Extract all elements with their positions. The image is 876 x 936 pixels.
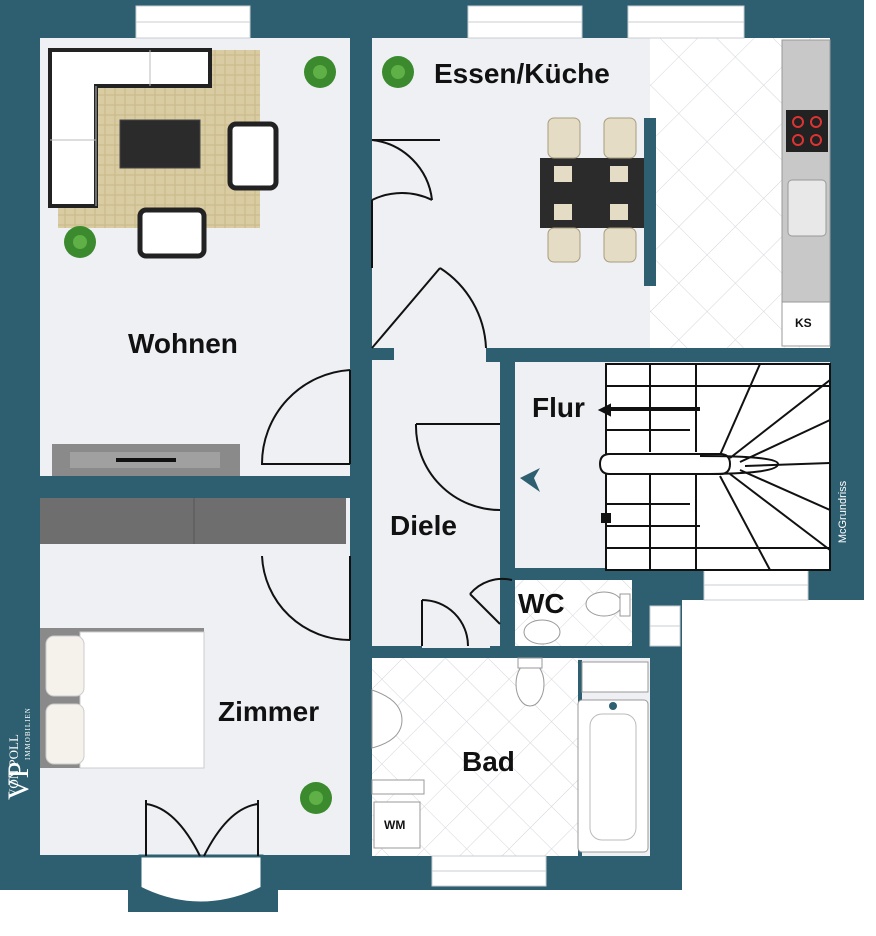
room-label-zimmer: Zimmer: [218, 696, 320, 727]
plants: [64, 56, 414, 814]
credit-watermark: McGrundriss: [837, 480, 850, 544]
entry-arrow-icon: [520, 468, 540, 492]
bed: [40, 628, 205, 769]
door-swings: [260, 139, 513, 647]
logo-sub: IMMOBILIEN: [24, 707, 32, 760]
logo-name: VON POLL: [6, 734, 21, 798]
room-label-diele: Diele: [390, 510, 457, 541]
room-label-bad: Bad: [462, 746, 515, 777]
living-room-furniture: [40, 48, 346, 544]
wc-fixtures: [523, 591, 631, 645]
dining-set: [540, 117, 644, 263]
kitchen-counter: [781, 39, 831, 347]
bay-window: [138, 800, 264, 905]
windows: [135, 5, 809, 887]
fixture-label-ks: KS: [795, 316, 812, 330]
room-label-wc: WC: [518, 588, 565, 619]
room-label-essen-kueche: Essen/Küche: [434, 58, 610, 89]
room-label-wohnen: Wohnen: [128, 328, 238, 359]
room-label-flur: Flur: [532, 392, 585, 423]
bathroom-fixtures: [371, 657, 649, 853]
interior-walls: [0, 38, 836, 856]
fixture-label-wm: WM: [384, 818, 406, 832]
staircase: [597, 363, 831, 571]
